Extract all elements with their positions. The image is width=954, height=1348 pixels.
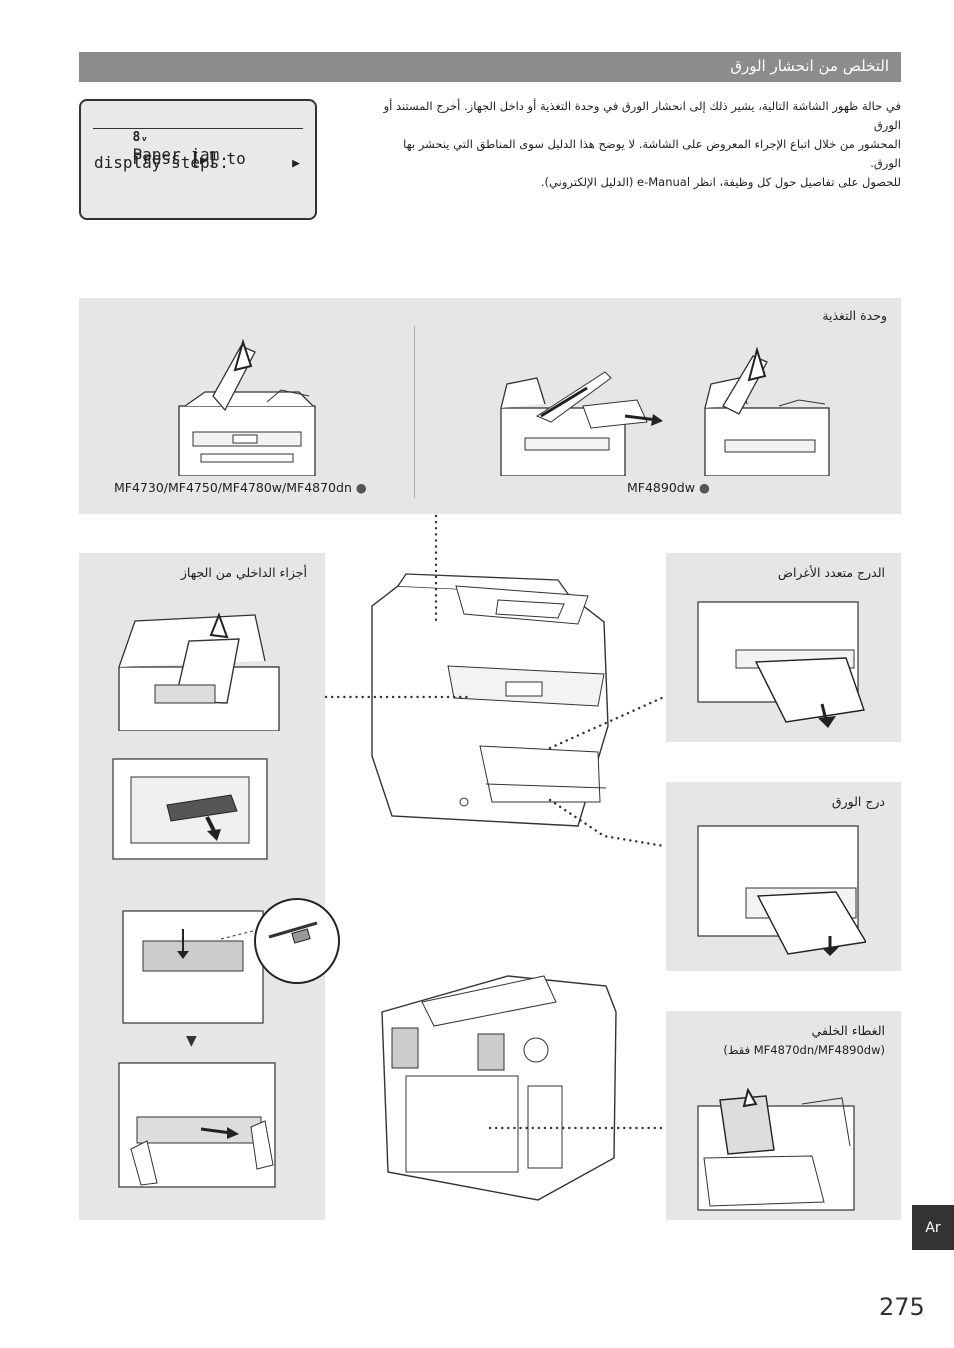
inside-step-1-illustration [115, 611, 281, 731]
lcd-divider [93, 128, 303, 129]
bullet-icon: ● [698, 480, 710, 495]
lcd-line-2-prefix: Press [ [132, 149, 200, 168]
down-arrow-icon: ▼ [186, 1033, 197, 1049]
model-label-right: MF4890dw ● [627, 480, 710, 495]
page-number: 275 [879, 1293, 925, 1321]
back-cover-panel: الغطاء الخلفي (MF4870dn/MF4890dw فقط) [666, 1011, 901, 1220]
multipurpose-panel: الدرج متعدد الأغراض [666, 553, 901, 742]
right-arrow-icon: ▶ [292, 156, 300, 171]
intro-paragraph: في حالة ظهور الشاشة التالية، يشير ذلك إل… [370, 97, 901, 192]
back-cover-illustration [692, 1086, 860, 1214]
lcd-line-1: Paper jam. [132, 145, 229, 164]
back-cover-title: الغطاء الخلفي [811, 1023, 885, 1038]
intro-line-2: المحشور من خلال اتباع الإجراء المعروض عل… [403, 137, 901, 170]
inside-step-4-illustration [117, 1061, 277, 1189]
play-arrow-icon: ▶ [199, 153, 208, 167]
model-label-left: MF4730/MF4750/MF4780w/MF4870dn ● [114, 480, 367, 495]
feeder-illustration-open [497, 364, 669, 476]
drawer-title: درج الورق [831, 794, 885, 809]
inside-step-2-illustration [111, 757, 269, 861]
lcd-line-2-suffix: ] to [207, 149, 246, 168]
lcd-display: 8ᵥ Paper jam. Press [▶] to display steps… [79, 99, 317, 220]
drawer-illustration [696, 824, 866, 960]
feeder-illustration-left [171, 336, 321, 476]
section-title: التخلص من انحشار الورق [730, 57, 889, 75]
intro-line-1: في حالة ظهور الشاشة التالية، يشير ذلك إل… [383, 99, 901, 132]
feeder-title: وحدة التغذية [822, 308, 887, 323]
section-header-bar: التخلص من انحشار الورق [79, 52, 901, 82]
paper-jam-icon: 8ᵥ [132, 130, 149, 145]
intro-line-3: للحصول على تفاصيل حول كل وظيفة، انظر e-M… [540, 175, 901, 189]
multipurpose-illustration [696, 600, 866, 730]
multipurpose-title: الدرج متعدد الأغراض [777, 565, 885, 580]
center-printer-illustration [368, 566, 614, 838]
language-tab: Ar [912, 1205, 954, 1250]
feeder-panel: وحدة التغذية MF4730/MF4750/MF4780w/MF487… [79, 298, 901, 514]
inside-panel: أجزاء الداخلي من الجهاز [79, 553, 340, 1220]
panel-divider [414, 326, 415, 498]
lcd-line-3: display steps. [94, 153, 229, 172]
back-cover-subtitle: (MF4870dn/MF4890dw فقط) [723, 1043, 885, 1057]
feeder-illustration-pull [699, 336, 839, 476]
drawer-panel: درج الورق [666, 782, 901, 971]
bullet-icon: ● [355, 480, 367, 495]
inside-step-3-illustration [121, 893, 343, 1029]
inside-title: أجزاء الداخلي من الجهاز [180, 565, 307, 580]
rear-printer-illustration [378, 972, 620, 1204]
